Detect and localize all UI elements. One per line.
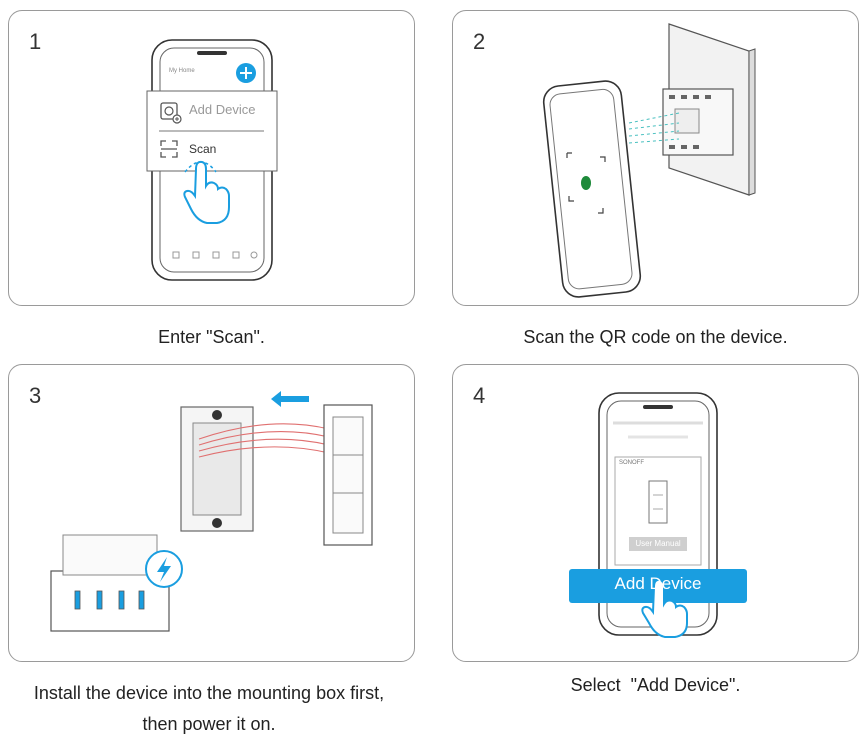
add-device-button-label: Add Device: [614, 574, 702, 593]
step-1-illustration: [146, 39, 278, 281]
step-1-panel: 1 My Home Add Device Scan: [8, 10, 415, 306]
scan-icon: [160, 140, 178, 158]
phone-notch: [197, 51, 227, 55]
insert-arrow-icon: [271, 391, 309, 407]
step-4-caption: Select "Add Device".: [570, 675, 741, 695]
bottom-nav: [172, 251, 258, 259]
step-2-panel: 2: [452, 10, 859, 306]
breaker-switches: [74, 590, 145, 610]
step-3-illustration: [50, 391, 373, 632]
step-2-number: 2: [473, 29, 486, 54]
wires: [198, 423, 330, 458]
phone-notch: [643, 405, 673, 409]
hand-pointer-icon: [641, 578, 688, 638]
brand-logo: SONOFF: [619, 460, 644, 466]
step-4-illustration: [569, 392, 747, 638]
add-device-icon: [160, 102, 178, 120]
step-3-panel: 3: [8, 364, 415, 662]
qr-viewfinder: [566, 152, 606, 214]
scan-beams: [628, 112, 680, 144]
step-1-caption: Enter "Scan".: [158, 327, 265, 347]
step-3-caption-line-2: then power it on.: [142, 714, 276, 734]
device-thumbnail: [648, 480, 668, 524]
user-manual-button: [629, 537, 687, 551]
qr-dot: [581, 176, 591, 190]
lightning-icon: [157, 557, 171, 582]
step-4-number: 4: [473, 383, 486, 408]
step-3-caption-line-1: Install the device into the mounting box…: [33, 683, 385, 703]
hand-pointer-icon: [183, 160, 230, 224]
step-1-number: 1: [29, 29, 42, 54]
menu-add-device-label: Add Device: [189, 102, 256, 117]
user-manual-label: User Manual: [635, 539, 681, 548]
step-3-number: 3: [29, 383, 42, 408]
phone-header-text: My Home: [169, 68, 195, 74]
step-2-illustration: [542, 23, 756, 298]
step-2-caption: Scan the QR code on the device.: [523, 327, 788, 347]
step-4-panel: 4 SONOFF User Manual Add Device: [452, 364, 859, 662]
menu-scan-label: Scan: [189, 142, 217, 156]
